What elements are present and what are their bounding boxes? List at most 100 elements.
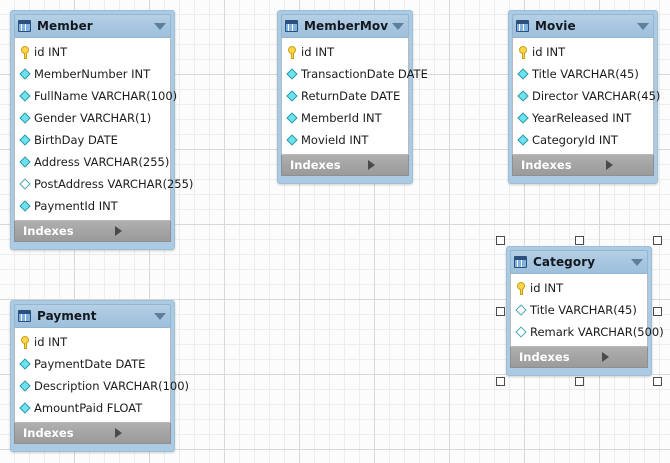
column-notnull-icon (286, 133, 298, 146)
indexes-label: Indexes (519, 350, 570, 364)
table-node-payment[interactable]: Payment id INT PaymentDate DATE Description… (10, 300, 189, 452)
column-label: Director VARCHAR(45) (532, 89, 661, 103)
table-header[interactable]: Category (510, 250, 648, 273)
column-notnull-icon (19, 111, 31, 124)
column-notnull-icon (517, 133, 529, 146)
column-label: id INT (34, 45, 68, 59)
table-name-label: MemberMovie (304, 19, 388, 33)
indexes-section[interactable]: Indexes (14, 423, 171, 444)
column-label: YearReleased INT (532, 111, 632, 125)
resize-handle-e[interactable] (653, 306, 662, 316)
column-notnull-icon (286, 89, 298, 102)
column-label: Description VARCHAR(100) (34, 379, 190, 393)
indexes-label: Indexes (521, 158, 572, 172)
column-row[interactable]: BirthDay DATE (15, 129, 170, 151)
column-label: PaymentDate DATE (34, 357, 146, 371)
indexes-section[interactable]: Indexes (281, 155, 409, 176)
chevron-down-icon[interactable] (154, 22, 166, 30)
column-label: MemberId INT (301, 111, 382, 125)
resize-handle-se[interactable] (653, 377, 662, 386)
column-label: CategoryId INT (532, 133, 618, 147)
column-nullable-icon (19, 177, 31, 190)
expand-right-icon[interactable] (115, 428, 164, 438)
indexes-section[interactable]: Indexes (14, 221, 171, 242)
column-row[interactable]: Remark VARCHAR(500) (511, 321, 664, 343)
table-icon (516, 20, 529, 32)
primary-key-icon (20, 45, 31, 59)
column-row[interactable]: YearReleased INT (513, 107, 653, 129)
expand-right-icon[interactable] (367, 160, 402, 170)
table-node-membermovie[interactable]: MemberMovie id INT TransactionDate DATE Ret… (277, 10, 428, 184)
column-list: id INT PaymentDate DATE Description VARCHA… (14, 327, 189, 423)
column-row[interactable]: PaymentId INT (15, 195, 170, 217)
column-row[interactable]: MemberId INT (282, 107, 408, 129)
table-node-movie[interactable]: Movie id INT Title VARCHAR(45) Director VAR… (508, 10, 660, 184)
column-row[interactable]: TransactionDate DATE (282, 63, 428, 85)
table-header[interactable]: Member (14, 14, 171, 37)
table-header[interactable]: MemberMovie (281, 14, 409, 37)
table-header[interactable]: Payment (14, 304, 171, 327)
column-notnull-icon (517, 89, 529, 102)
column-notnull-icon (19, 357, 31, 370)
column-label: PaymentId INT (34, 199, 118, 213)
column-notnull-icon (286, 111, 298, 124)
column-notnull-icon (517, 67, 529, 80)
column-list: id INT Title VARCHAR(45) Director VARCHAR(… (512, 37, 660, 155)
column-row[interactable]: PostAddress VARCHAR(255) (15, 173, 193, 195)
column-label: ReturnDate DATE (301, 89, 401, 103)
column-row[interactable]: Director VARCHAR(45) (513, 85, 660, 107)
expand-right-icon[interactable] (605, 160, 647, 170)
column-notnull-icon (19, 67, 31, 80)
column-label: Title VARCHAR(45) (532, 67, 639, 81)
table-name-label: Movie (535, 19, 576, 33)
column-label: MemberNumber INT (34, 67, 151, 81)
column-row[interactable]: id INT (511, 277, 647, 299)
table-icon (514, 256, 527, 268)
resize-handle-ne[interactable] (653, 236, 662, 245)
column-row[interactable]: MemberNumber INT (15, 63, 170, 85)
column-row[interactable]: Title VARCHAR(45) (511, 299, 647, 321)
table-node-member[interactable]: Member id INT MemberNumber INT FullName VAR… (10, 10, 193, 250)
column-row[interactable]: FullName VARCHAR(100) (15, 85, 177, 107)
column-row[interactable]: PaymentDate DATE (15, 353, 170, 375)
column-list: id INT MemberNumber INT FullName VARCHAR(1… (14, 37, 193, 221)
expand-right-icon[interactable] (115, 226, 164, 236)
column-row[interactable]: id INT (282, 41, 408, 63)
column-notnull-icon (19, 401, 31, 414)
column-label: FullName VARCHAR(100) (34, 89, 178, 103)
selection-handles (496, 236, 662, 386)
chevron-down-icon[interactable] (637, 22, 649, 30)
column-row[interactable]: CategoryId INT (513, 129, 653, 151)
resize-handle-w[interactable] (496, 306, 505, 316)
expand-right-icon[interactable] (601, 352, 641, 362)
resize-handle-n[interactable] (574, 236, 584, 245)
table-icon (285, 20, 298, 32)
column-row[interactable]: id INT (513, 41, 653, 63)
column-row[interactable]: ReturnDate DATE (282, 85, 408, 107)
column-notnull-icon (19, 133, 31, 146)
table-header[interactable]: Movie (512, 14, 654, 37)
indexes-label: Indexes (23, 426, 74, 440)
resize-handle-sw[interactable] (496, 377, 505, 386)
indexes-section[interactable]: Indexes (512, 155, 654, 176)
chevron-down-icon[interactable] (154, 312, 166, 320)
indexes-section[interactable]: Indexes (510, 347, 648, 368)
column-row[interactable]: Gender VARCHAR(1) (15, 107, 170, 129)
column-row[interactable]: id INT (15, 41, 170, 63)
table-icon (18, 20, 31, 32)
resize-handle-nw[interactable] (496, 236, 505, 245)
column-row[interactable]: Address VARCHAR(255) (15, 151, 170, 173)
column-row[interactable]: Title VARCHAR(45) (513, 63, 653, 85)
column-label: MovieId INT (301, 133, 369, 147)
chevron-down-icon[interactable] (631, 258, 643, 266)
chevron-down-icon[interactable] (392, 22, 404, 30)
column-label: TransactionDate DATE (301, 67, 428, 81)
column-row[interactable]: AmountPaid FLOAT (15, 397, 170, 419)
column-row[interactable]: Description VARCHAR(100) (15, 375, 189, 397)
column-row[interactable]: MovieId INT (282, 129, 408, 151)
resize-handle-s[interactable] (574, 377, 584, 386)
column-label: PostAddress VARCHAR(255) (34, 177, 194, 191)
column-row[interactable]: id INT (15, 331, 170, 353)
